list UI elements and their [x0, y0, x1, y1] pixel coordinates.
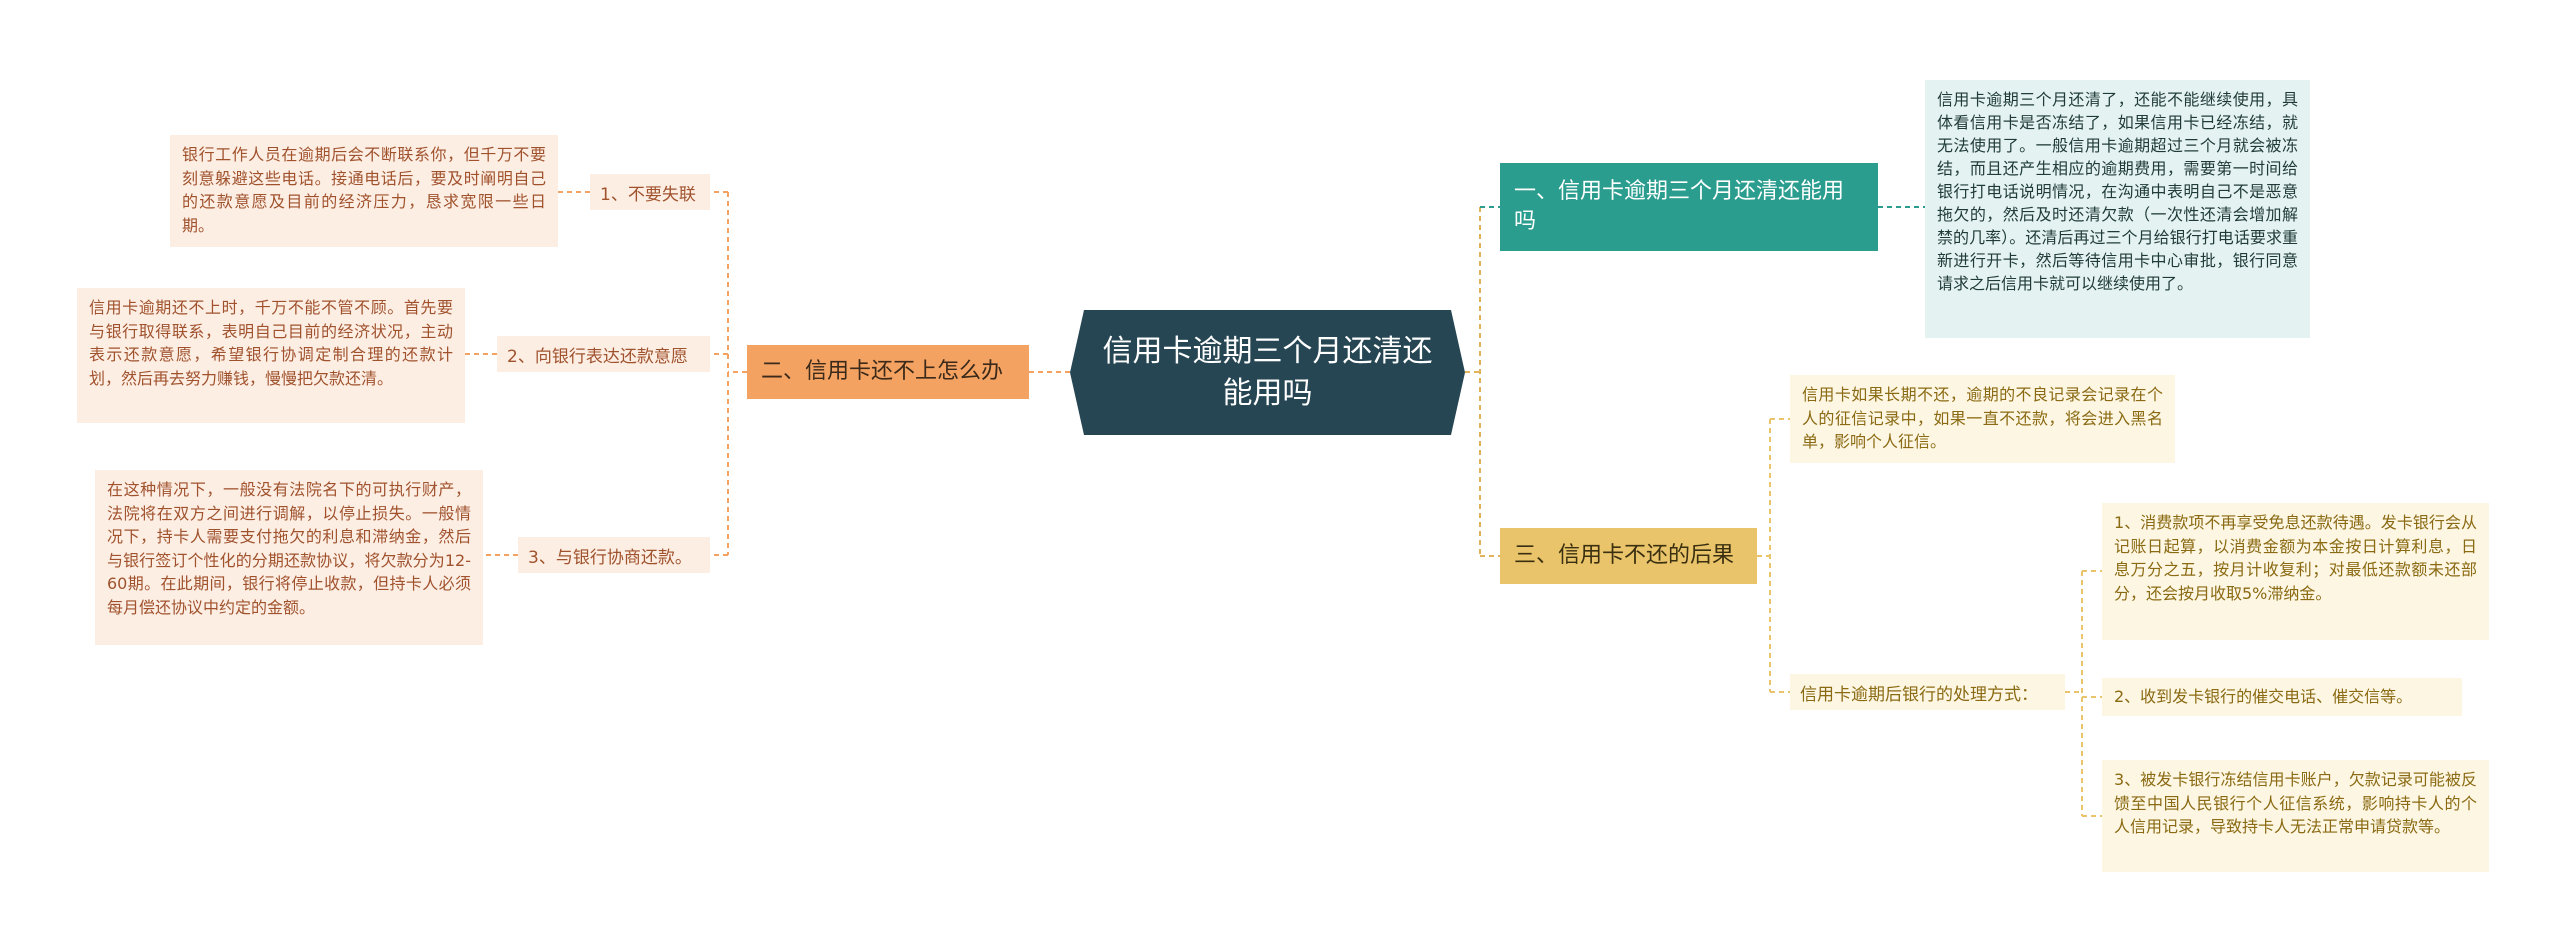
left-item-3[interactable]: 3、与银行协商还款。	[518, 537, 710, 573]
right-bottom-detail[interactable]: 信用卡如果长期不还，逾期的不良记录会记录在个人的征信记录中，如果一直不还款，将会…	[1790, 375, 2175, 463]
branch-left-label: 二、信用卡还不上怎么办	[761, 359, 1004, 384]
connector-left-paras	[465, 191, 590, 556]
branch-right-top-label: 一、信用卡逾期三个月还清还能用吗	[1514, 179, 1845, 234]
left-item-2[interactable]: 2、向银行表达还款意愿	[497, 336, 710, 372]
connector-left-items	[710, 191, 747, 556]
right-bottom-sub-item-3[interactable]: 3、被发卡银行冻结信用卡账户，欠款记录可能被反馈至中国人民银行个人征信系统，影响…	[2102, 760, 2489, 872]
connector-yellow-sub	[2065, 570, 2102, 817]
right-bottom-sub[interactable]: 信用卡逾期后银行的处理方式：	[1790, 674, 2065, 710]
central-topic[interactable]: 信用卡逾期三个月还清还能用吗	[1070, 310, 1465, 435]
left-item-2-detail[interactable]: 信用卡逾期还不上时，千万不能不管不顾。首先要与银行取得联系，表明自己目前的经济状…	[77, 288, 465, 423]
left-item-3-detail[interactable]: 在这种情况下，一般没有法院名下的可执行财产，法院将在双方之间进行调解，以停止损失…	[95, 470, 483, 645]
branch-right-top[interactable]: 一、信用卡逾期三个月还清还能用吗	[1500, 163, 1878, 251]
left-item-3-label: 3、与银行协商还款。	[528, 547, 692, 568]
right-bottom-sub-label: 信用卡逾期后银行的处理方式：	[1800, 684, 2038, 705]
right-bottom-sub-item-2[interactable]: 2、收到发卡银行的催交电话、催交信等。	[2102, 678, 2462, 716]
connector-center-right	[1465, 206, 1500, 557]
left-item-1-label: 1、不要失联	[600, 184, 696, 205]
branch-right-bottom-label: 三、信用卡不还的后果	[1514, 543, 1735, 568]
branch-right-bottom[interactable]: 三、信用卡不还的后果	[1500, 528, 1757, 584]
right-bottom-sub-item-1[interactable]: 1、消费款项不再享受免息还款待遇。发卡银行会从记账日起算，以消费金额为本金按日计…	[2102, 503, 2489, 640]
connector-yellow	[1757, 418, 1790, 693]
left-item-1-detail[interactable]: 银行工作人员在逾期后会不断联系你，但千万不要刻意躲避这些电话。接通电话后，要及时…	[170, 135, 558, 247]
central-topic-text: 信用卡逾期三个月还清还能用吗	[1102, 333, 1433, 411]
right-top-detail[interactable]: 信用卡逾期三个月还清了，还能不能继续使用，具体看信用卡是否冻结了，如果信用卡已经…	[1925, 80, 2310, 338]
left-item-2-label: 2、向银行表达还款意愿	[507, 346, 688, 367]
left-item-1[interactable]: 1、不要失联	[590, 174, 710, 210]
branch-left[interactable]: 二、信用卡还不上怎么办	[747, 345, 1029, 399]
